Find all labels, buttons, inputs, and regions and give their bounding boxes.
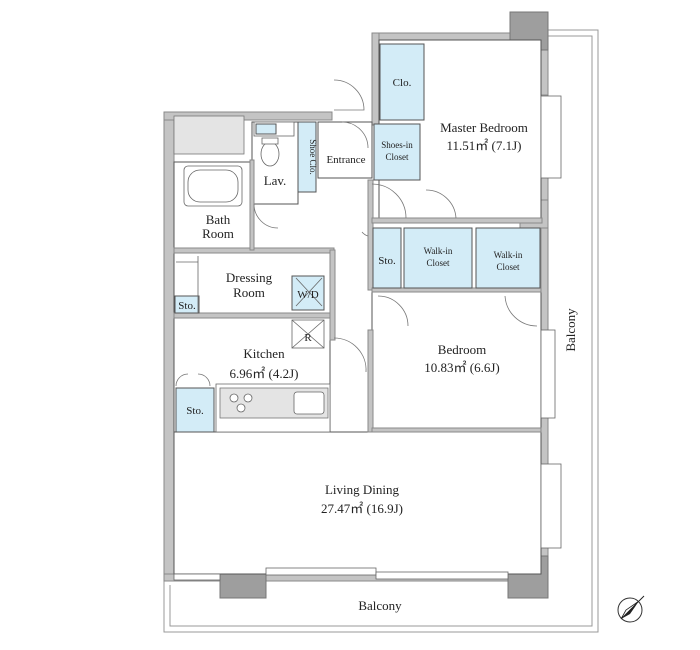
kitchen-counter: [215, 319, 331, 433]
bath-fixtures: [173, 115, 295, 207]
living-dining-area: 27.47㎡ (16.9J): [321, 501, 403, 516]
bedroom-area: 10.83㎡ (6.6J): [424, 360, 499, 375]
living-dining-area: [173, 431, 542, 575]
bathtub-icon: [187, 169, 239, 203]
lav-name: Lav.: [264, 173, 287, 188]
shoes-in-closet: [373, 123, 421, 181]
balcony-bottom-label: Balcony: [358, 598, 402, 613]
hall-sto-label: Sto.: [378, 255, 396, 267]
wd-label: W/D: [297, 289, 318, 301]
kitchen-area: 6.96㎡ (4.2J): [230, 366, 299, 381]
master-bedroom-name: Master Bedroom: [440, 120, 528, 135]
stove-icon: [236, 403, 246, 413]
windows: [173, 95, 562, 581]
entrance-area: [317, 121, 373, 179]
dressing-room-name-2: Room: [233, 285, 265, 300]
shoe-clo: [297, 121, 317, 193]
balcony-labels: Balcony Balcony: [358, 308, 578, 613]
shoes-in-closet-label-2: Closet: [385, 152, 409, 162]
dressing-room-name-1: Dressing: [226, 270, 273, 285]
fridge-label: R: [304, 332, 312, 344]
hall-sto: [372, 227, 402, 289]
bedroom-name: Bedroom: [438, 342, 486, 357]
unit-bath-top: [173, 115, 245, 155]
balcony-right-label: Balcony: [563, 308, 578, 352]
balcony-outline: [163, 29, 599, 633]
doors: [175, 79, 538, 387]
storage-labels: Clo. Shoes-in Closet Shoe Clo. Sto. Walk…: [178, 77, 523, 417]
dressing-details: [176, 256, 323, 313]
room-labels: Master Bedroom 11.51㎡ (7.1J) Bedroom 10.…: [202, 120, 528, 516]
walk-in-closet-2-label-2: Closet: [496, 262, 520, 272]
walk-in-closet-1-label-1: Walk-in: [424, 246, 453, 256]
dressing-sto-label: Sto.: [178, 300, 196, 312]
kitchen-sto-label: Sto.: [186, 405, 204, 417]
interior-walls: [173, 159, 543, 433]
kitchen-name: Kitchen: [243, 346, 285, 361]
bath-room-name-1: Bath: [206, 212, 231, 227]
master-clo: [379, 43, 425, 121]
sink-icon: [293, 391, 325, 415]
entrance-name: Entrance: [326, 154, 365, 166]
north-arrow-icon: [617, 595, 645, 623]
walk-in-closet-1-label-2: Closet: [426, 258, 450, 268]
walk-in-closet-2: [475, 227, 541, 289]
bath-room-name-2: Room: [202, 226, 234, 241]
walk-in-closet-1: [403, 227, 473, 289]
dressing-sto: [174, 295, 200, 314]
toilet-icon: [260, 141, 280, 167]
closets: [174, 43, 541, 433]
shoes-in-closet-label-1: Shoes-in: [381, 140, 413, 150]
living-dining-name: Living Dining: [325, 482, 400, 497]
kitchen-sto: [175, 387, 215, 433]
master-clo-label: Clo.: [393, 77, 412, 89]
walk-in-closet-2-label-1: Walk-in: [494, 250, 523, 260]
shoe-clo-label: Shoe Clo.: [308, 139, 318, 175]
master-bedroom-area: 11.51㎡ (7.1J): [447, 138, 522, 153]
